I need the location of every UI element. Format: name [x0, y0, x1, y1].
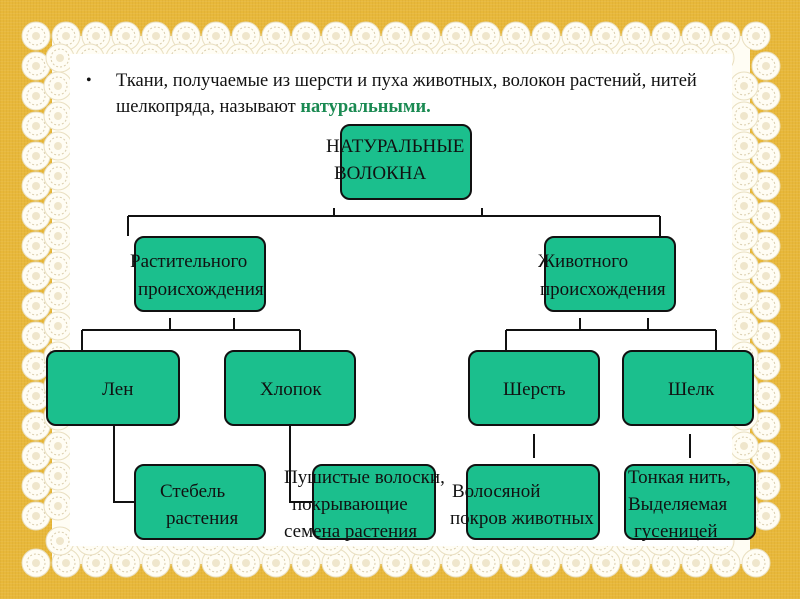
wool-source-box — [466, 464, 600, 540]
cotton-source-label-2: покрывающие — [292, 494, 408, 515]
animal-origin-label-1: Животного — [538, 251, 629, 272]
flax-source-label-1: Стебель — [160, 481, 226, 502]
plant-origin-label-1: Растительного — [130, 251, 248, 272]
root-label-1: НАТУРАЛЬНЫЕ — [326, 136, 465, 157]
flax-box — [46, 350, 180, 426]
silk-source-label-3: гусеницей — [634, 521, 718, 542]
silk-box — [622, 350, 754, 426]
root-label-2: ВОЛОКНА — [334, 163, 427, 184]
wool-label: Шерсть — [503, 379, 566, 400]
silk-source-label-2: Выделяемая — [628, 494, 728, 515]
plant-origin-label-2: происхождения — [138, 279, 264, 300]
intro-highlight: натуральными. — [300, 97, 431, 117]
root-box — [340, 124, 472, 200]
animal-origin-label-2: происхождения — [540, 279, 666, 300]
wool-box — [468, 350, 600, 426]
silk-source-box — [624, 464, 756, 540]
cotton-source-label-3: семена растения — [284, 521, 418, 542]
cotton-label: Хлопок — [260, 379, 322, 400]
silk-source-label-1: Тонкая нить, — [628, 467, 731, 488]
wool-source-label-2: покров животных — [450, 508, 594, 529]
wool-source-label-1: Волосяной — [452, 481, 541, 502]
silk-label: Шелк — [668, 379, 715, 400]
intro-text: Ткани, получаемые из шерсти и пуха живот… — [116, 71, 697, 117]
animal-origin-box — [544, 236, 676, 312]
plant-origin-box — [134, 236, 266, 312]
flax-source-label-2: растения — [166, 508, 239, 529]
intro-bullet: • Ткани, получаемые из шерсти и пуха жив… — [86, 68, 716, 120]
flax-source-box — [134, 464, 266, 540]
cotton-box — [224, 350, 356, 426]
cotton-source-box — [312, 464, 436, 540]
cotton-source-label-1: Пушистые волоски, — [284, 467, 445, 488]
bullet-marker: • — [86, 72, 92, 89]
flax-label: Лен — [102, 379, 134, 400]
